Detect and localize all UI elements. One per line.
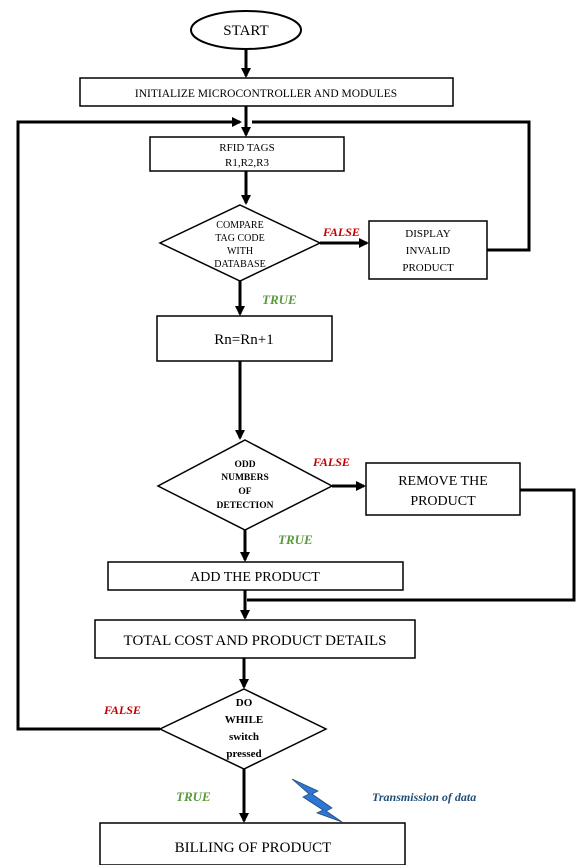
dowhile-label-line4: pressed xyxy=(226,748,261,760)
lightning-bolt-icon xyxy=(291,778,343,823)
start-label: START xyxy=(223,23,268,39)
dowhile-label-line2: WHILE xyxy=(225,714,264,726)
compare-label-line1: COMPARE xyxy=(216,220,263,231)
dowhile-label-line1: DO xyxy=(236,697,253,709)
remove-label-line1: REMOVE THE xyxy=(398,474,488,489)
odd-label-line4: DETECTION xyxy=(216,501,273,511)
remove-label-line2: PRODUCT xyxy=(410,494,476,509)
total-label: TOTAL COST AND PRODUCT DETAILS xyxy=(124,633,387,649)
billing-box xyxy=(99,822,406,865)
rfid-label-line1: RFID TAGS xyxy=(219,142,274,154)
init-box xyxy=(79,77,454,107)
odd-label-line1: ODD xyxy=(234,460,255,470)
compare-label-line2: TAG CODE xyxy=(215,233,264,244)
dowhile-false-label: FALSE xyxy=(103,703,141,717)
odd-false-label: FALSE xyxy=(312,455,350,469)
rfid-box xyxy=(149,136,345,172)
add-product-box xyxy=(107,561,404,591)
compare-label-line3: WITH xyxy=(227,246,253,257)
dowhile-label-line3: switch xyxy=(229,731,259,743)
remove-product-box xyxy=(365,462,521,516)
odd-true-label: TRUE xyxy=(278,532,313,547)
invalid-label-line2: INVALID xyxy=(406,245,450,257)
arrow-invalid-loop-back xyxy=(252,120,531,252)
billing-label: BILLING OF PRODUCT xyxy=(175,840,332,856)
increment-label: Rn=Rn+1 xyxy=(214,332,273,348)
dowhile-true-label: TRUE xyxy=(176,789,211,804)
add-label: ADD THE PRODUCT xyxy=(190,570,320,585)
total-cost-box xyxy=(94,619,416,659)
transmission-label: Transmission of data xyxy=(372,790,476,804)
invalid-product-box xyxy=(368,220,488,280)
invalid-label-line1: DISPLAY xyxy=(405,228,450,240)
odd-label-line3: OF xyxy=(238,487,251,497)
compare-label-line4: DATABASE xyxy=(214,259,265,270)
arrow-dowhile-false xyxy=(16,117,242,731)
rfid-label-line2: R1,R2,R3 xyxy=(225,157,270,169)
compare-true-label: TRUE xyxy=(262,292,297,307)
invalid-label-line3: PRODUCT xyxy=(402,262,454,274)
init-label: INITIALIZE MICROCONTROLLER AND MODULES xyxy=(135,88,397,100)
increment-box xyxy=(156,315,333,362)
odd-detection-decision xyxy=(156,439,334,531)
compare-false-label: FALSE xyxy=(322,225,360,239)
odd-label-line2: NUMBERS xyxy=(221,473,269,483)
arrow-remove-loop-back xyxy=(247,488,576,602)
